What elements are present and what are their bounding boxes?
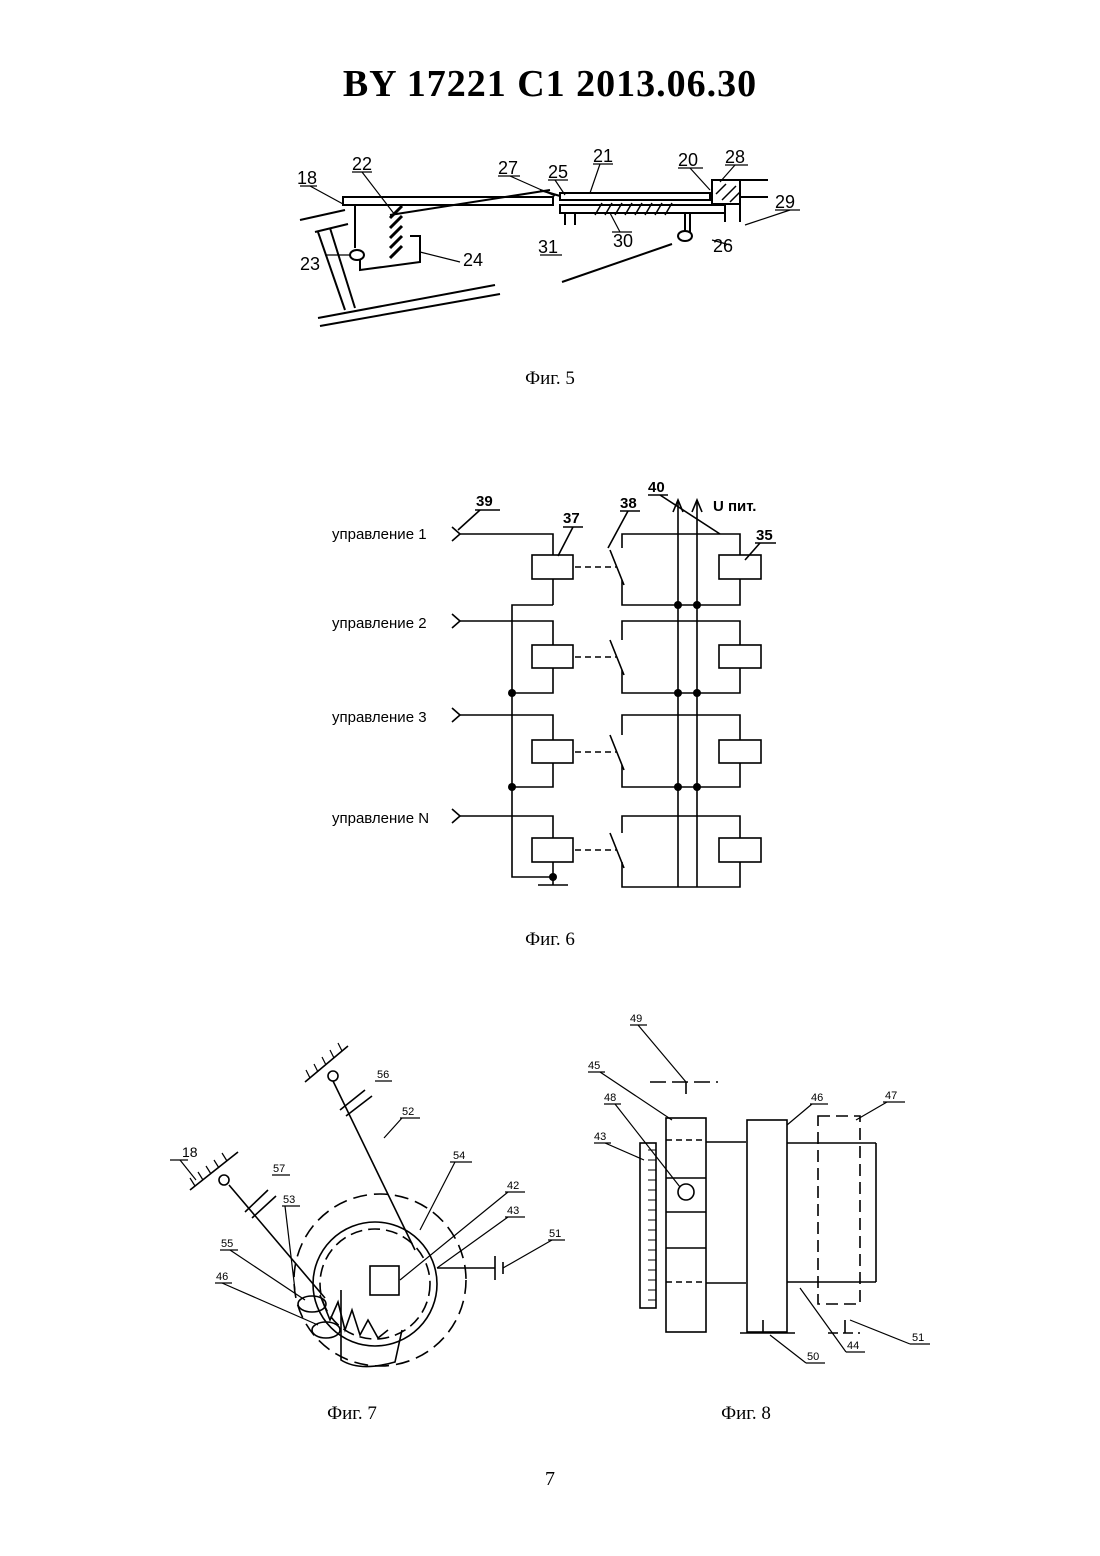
figure-7-caption: Фиг. 7	[292, 1403, 412, 1425]
fig5-label: 31	[538, 237, 558, 257]
fig8-label: 50	[807, 1351, 819, 1363]
supply-voltage-label: U пит.	[713, 498, 756, 515]
figure-6-caption: Фиг. 6	[490, 929, 610, 951]
figure-7-drawing	[170, 1043, 565, 1367]
fig7-label: 55	[221, 1238, 233, 1250]
fig8-label: 46	[811, 1092, 823, 1104]
figure-6-junctions	[508, 601, 701, 881]
fig5-label: 22	[352, 154, 372, 174]
fig6-label: 39	[476, 493, 493, 510]
control-input-label: управление N	[332, 810, 429, 827]
fig8-label: 48	[604, 1092, 616, 1104]
fig7-label: 43	[507, 1205, 519, 1217]
figure-5-labels: 18 22 23 24 27 25 21 20 28 29 30 26 31	[297, 146, 795, 274]
fig5-label: 18	[297, 168, 317, 188]
fig7-label: 46	[216, 1271, 228, 1283]
fig6-label: 38	[620, 495, 637, 512]
fig7-label: 56	[377, 1069, 389, 1081]
fig7-label: 57	[273, 1163, 285, 1175]
fig8-label: 45	[588, 1060, 600, 1072]
fig7-label: 51	[549, 1228, 561, 1240]
fig5-label: 21	[593, 146, 613, 166]
fig5-label: 28	[725, 147, 745, 167]
fig5-label: 20	[678, 150, 698, 170]
fig5-label: 25	[548, 162, 568, 182]
figure-6-drawing	[452, 495, 776, 887]
fig8-label: 43	[594, 1131, 606, 1143]
figure-8-labels: 49 45 48 43 46 47 51 50 44	[588, 1013, 924, 1363]
fig7-label: 42	[507, 1180, 519, 1192]
fig8-label: 51	[912, 1332, 924, 1344]
figure-7-labels: 56 52 18 57 53 54 42 43 51 55 46	[182, 1069, 561, 1283]
figure-8-caption: Фиг. 8	[686, 1403, 806, 1425]
control-input-label: управление 3	[332, 709, 427, 726]
fig8-label: 49	[630, 1013, 642, 1025]
fig7-label: 18	[182, 1144, 198, 1160]
fig5-label: 27	[498, 158, 518, 178]
fig5-label: 24	[463, 250, 483, 270]
fig7-label: 53	[283, 1194, 295, 1206]
control-input-label: управление 1	[332, 526, 427, 543]
page-number: 7	[0, 1468, 1100, 1491]
fig7-label: 52	[402, 1106, 414, 1118]
fig6-label: 40	[648, 479, 665, 496]
fig5-label: 29	[775, 192, 795, 212]
fig7-label: 54	[453, 1150, 465, 1162]
fig8-label: 44	[847, 1340, 859, 1352]
fig6-label: 35	[756, 527, 773, 544]
fig5-label: 23	[300, 254, 320, 274]
fig5-label: 26	[713, 236, 733, 256]
figure-8-drawing	[588, 1025, 930, 1363]
fig5-label: 30	[613, 231, 633, 251]
fig6-label: 37	[563, 510, 580, 527]
figure-5-caption: Фиг. 5	[490, 368, 610, 390]
control-input-label: управление 2	[332, 615, 427, 632]
fig8-label: 47	[885, 1090, 897, 1102]
